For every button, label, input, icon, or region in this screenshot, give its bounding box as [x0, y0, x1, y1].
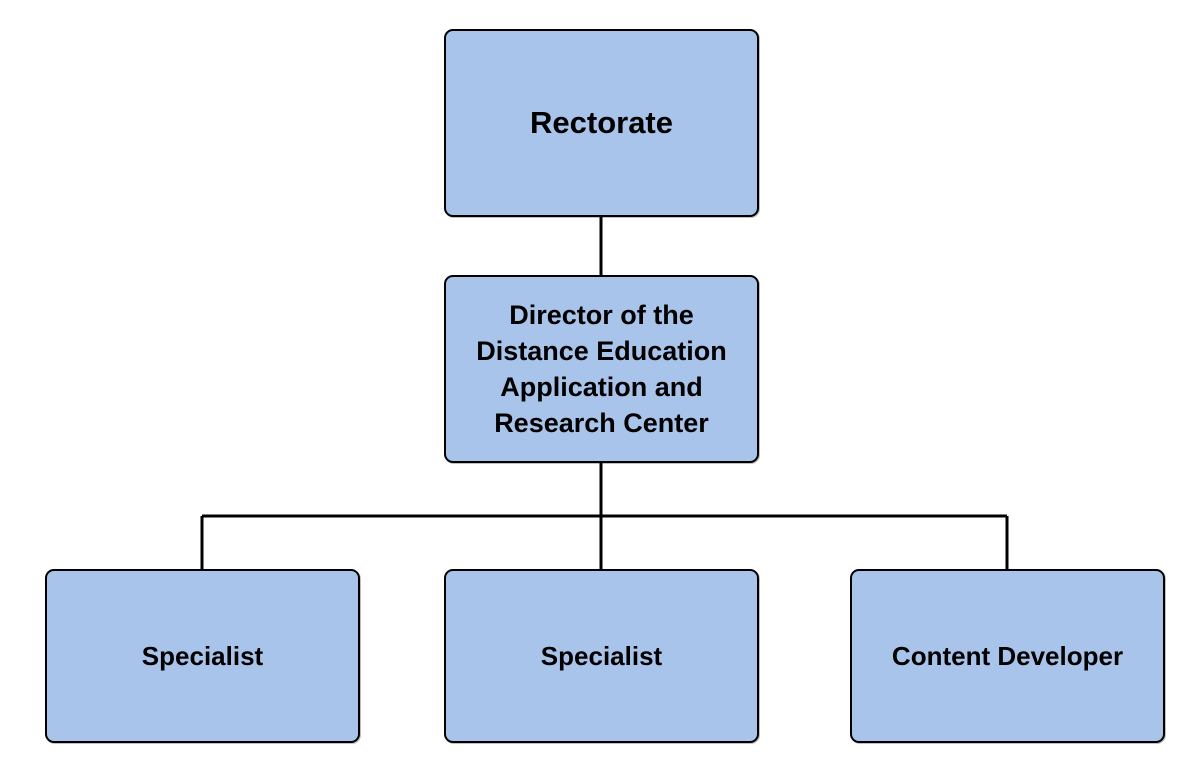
node-specialist-2-label: Specialist — [540, 641, 663, 671]
node-content-developer-label: Content Developer — [891, 641, 1124, 671]
node-specialist-1: Specialist — [45, 569, 360, 743]
node-director: Director of the Distance Education Appli… — [444, 275, 759, 463]
node-content-developer: Content Developer — [850, 569, 1165, 743]
node-rectorate: Rectorate — [444, 29, 759, 217]
node-director-label: Director of the Distance Education Appli… — [476, 300, 727, 438]
node-rectorate-label: Rectorate — [530, 105, 673, 140]
node-specialist-1-label: Specialist — [141, 641, 264, 671]
node-specialist-2: Specialist — [444, 569, 759, 743]
